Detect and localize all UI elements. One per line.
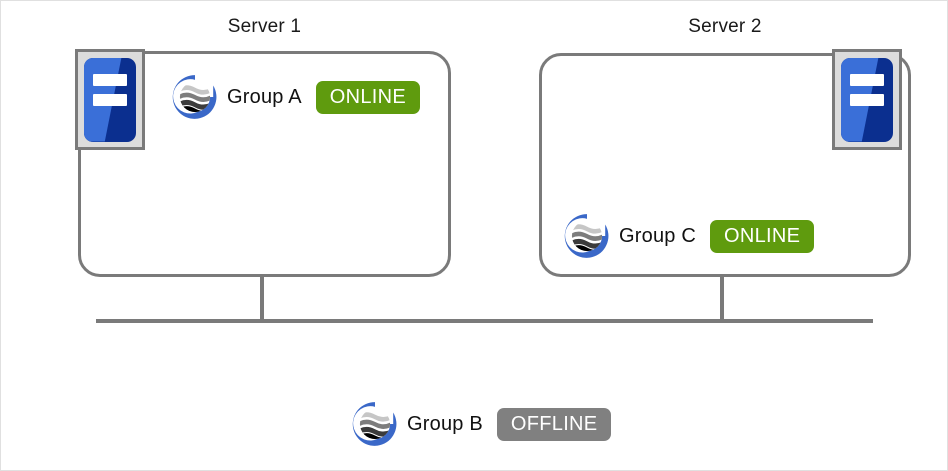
- server-icon-bar-top: [93, 73, 127, 86]
- server-icon-bar-bottom: [850, 93, 884, 106]
- group-row-a[interactable]: Group A ONLINE: [169, 71, 421, 123]
- server-2-title: Server 2: [688, 16, 762, 37]
- group-globe-icon: [352, 402, 397, 446]
- server-icon-body: [841, 57, 893, 142]
- server-icon-bar-top: [850, 73, 884, 86]
- server-machine-icon: [75, 49, 145, 150]
- server-machine-icon: [832, 49, 902, 150]
- group-globe-icon: [564, 214, 609, 258]
- group-c-status-badge[interactable]: ONLINE: [710, 219, 815, 253]
- group-globe-icon: [172, 75, 217, 119]
- network-bus-line: [96, 319, 873, 323]
- group-a-label: Group A: [227, 85, 302, 108]
- group-c-label: Group C: [619, 224, 696, 247]
- group-b-status-badge[interactable]: OFFLINE: [496, 407, 612, 441]
- connector-server-1: [260, 277, 264, 323]
- connector-server-2: [720, 277, 724, 323]
- server-1-title: Server 1: [227, 16, 302, 37]
- group-row-b[interactable]: Group B OFFLINE: [349, 398, 612, 450]
- group-row-c[interactable]: Group C ONLINE: [561, 210, 815, 262]
- group-b-label: Group B: [407, 412, 483, 435]
- group-a-status-badge[interactable]: ONLINE: [315, 80, 421, 114]
- server-icon-bar-bottom: [93, 93, 127, 106]
- server-icon-body: [84, 57, 136, 142]
